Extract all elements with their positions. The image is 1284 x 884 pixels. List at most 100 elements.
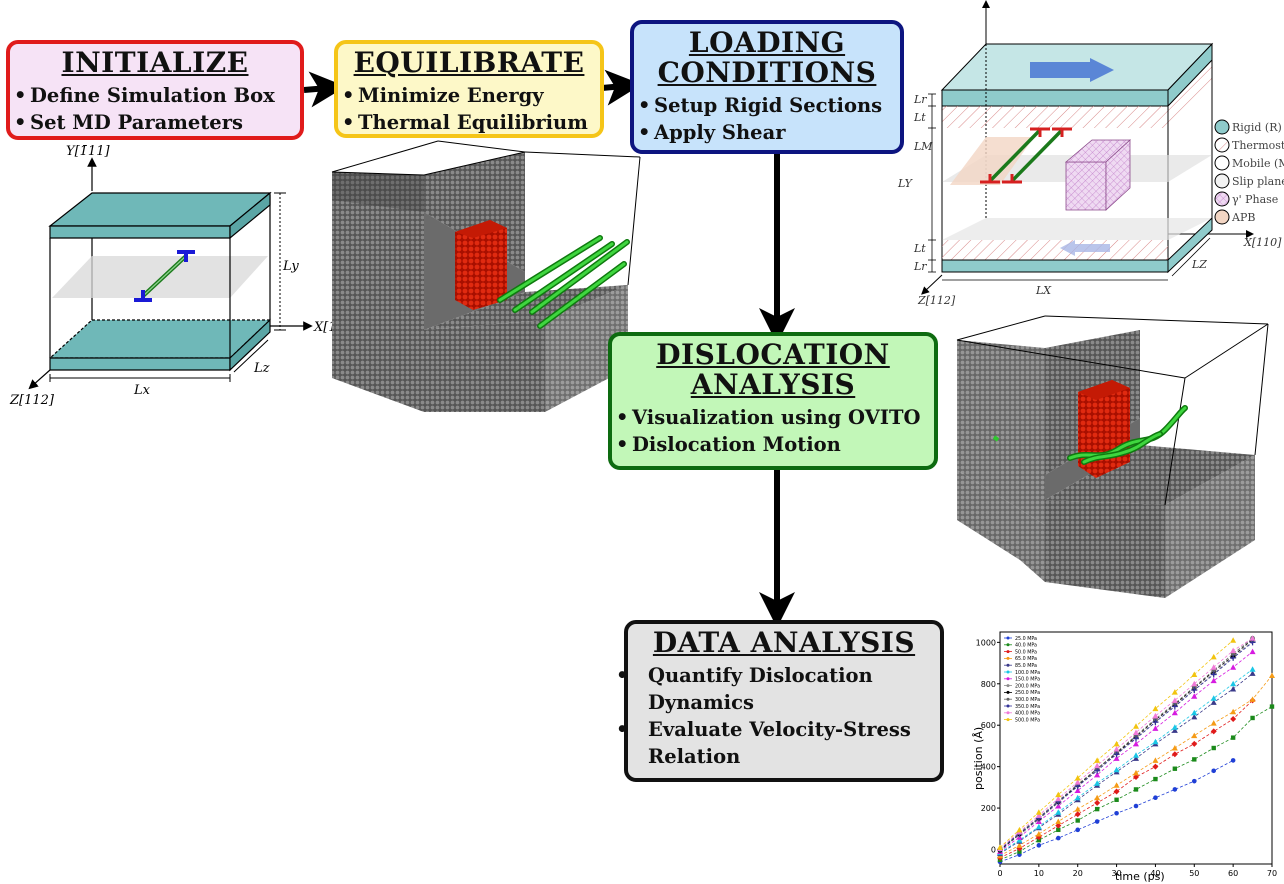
arrow-equil-to-loading	[601, 69, 642, 106]
data-point	[1113, 740, 1120, 747]
equilibrate-box: EQUILIBRATE •Minimize Energy •Thermal Eq…	[334, 40, 604, 138]
data-point	[1230, 716, 1237, 722]
data-point	[1056, 827, 1061, 833]
initialize-item: •Define Simulation Box	[14, 84, 275, 107]
data-analysis-title: DATA ANALYSIS	[652, 626, 916, 659]
data-point	[1094, 771, 1101, 778]
legend-marker	[1006, 650, 1010, 654]
data-point	[1016, 837, 1023, 843]
data-point	[1094, 819, 1100, 824]
data-point	[1133, 803, 1139, 809]
data-point	[1269, 704, 1275, 709]
initialize-list: •Define Simulation Box •Set MD Parameter…	[10, 82, 300, 136]
x-tick-label: 60	[1228, 869, 1238, 878]
data-point	[1133, 740, 1139, 747]
data-point	[1171, 689, 1178, 695]
legend-marker	[1006, 704, 1010, 708]
initialize-item: •Set MD Parameters	[14, 111, 243, 134]
data-point	[1191, 732, 1198, 739]
data-point	[1017, 849, 1022, 854]
dislocation-item: •Visualization using OVITO	[616, 406, 921, 429]
series-line	[999, 673, 1253, 854]
legend-marker	[1006, 643, 1010, 647]
loading-title-line2: CONDITIONS	[657, 56, 877, 89]
lx-label: Lx	[133, 383, 151, 398]
legend-label: 85.0 MPa	[1015, 663, 1037, 669]
data-analysis-list: •Quantify Dislocation Dynamics •Evaluate…	[616, 662, 940, 770]
data-point	[1172, 787, 1178, 792]
loading-conditions-box: LOADING CONDITIONS •Setup Rigid Sections…	[630, 20, 904, 154]
series-line	[999, 668, 1253, 853]
data-point	[1152, 705, 1159, 712]
legend-marker	[1006, 711, 1010, 715]
data-point	[1230, 758, 1236, 763]
data-point	[1113, 755, 1120, 761]
data-point	[1249, 666, 1256, 672]
loading-z-axis: Z[112]	[917, 294, 956, 307]
data-point	[1114, 797, 1119, 802]
legend-label: 65.0 MPa	[1015, 656, 1037, 662]
x-tick-label: 70	[1267, 869, 1277, 878]
data-point	[1074, 787, 1081, 793]
x-tick-label: 40	[1150, 869, 1160, 878]
data-point	[1230, 637, 1237, 643]
loading-dimension-labels: Lr Lt LM LY Lt Lr LX LZ X[110] Z[112]	[897, 93, 1282, 307]
data-point	[1114, 810, 1119, 816]
data-point	[1036, 837, 1042, 843]
data-point	[1133, 774, 1139, 780]
equilibrate-list: •Minimize Energy •Thermal Equilibrium	[338, 82, 600, 136]
series-line	[999, 706, 1273, 861]
data-point	[1210, 720, 1217, 726]
series-line	[999, 700, 1253, 859]
data-point	[1211, 768, 1217, 774]
data-point	[1171, 703, 1178, 710]
data-point	[1055, 818, 1062, 825]
data-point	[1074, 794, 1081, 801]
dislocation-analysis-box: DISLOCATION ANALYSIS •Visualization usin…	[608, 332, 938, 470]
dislocation-item: •Dislocation Motion	[616, 433, 841, 456]
x-tick-label: 0	[997, 869, 1002, 878]
data-point	[1230, 708, 1237, 715]
data-point	[1249, 648, 1256, 655]
data-point	[1152, 712, 1159, 719]
data-point	[1055, 809, 1062, 815]
legend-marker	[1006, 697, 1010, 701]
data-point	[1171, 709, 1178, 716]
legend-marker	[1006, 663, 1010, 667]
chart-xlabel: time (ps)	[1115, 870, 1165, 883]
series-line	[999, 637, 1253, 849]
data-point	[1152, 763, 1159, 770]
data-point	[1191, 740, 1198, 747]
legend-marker	[1006, 636, 1010, 640]
data-point	[1171, 751, 1178, 758]
data-point	[1133, 735, 1139, 742]
dim-lm: LM	[913, 140, 933, 153]
data-point	[1249, 670, 1256, 676]
legend-marker	[1006, 677, 1010, 681]
data-point	[1113, 766, 1120, 773]
data-point	[1152, 757, 1159, 763]
data-point	[1191, 709, 1198, 716]
legend-mobile: Mobile (M	[1232, 157, 1284, 170]
data-point	[1230, 685, 1237, 692]
data-point	[1036, 843, 1042, 848]
z-axis-label: Z[112]	[9, 393, 55, 408]
data-point	[1074, 775, 1081, 781]
x-tick-label: 20	[1073, 869, 1083, 878]
data-point	[1074, 779, 1081, 785]
legend-rigid: Rigid (R)	[1232, 121, 1282, 134]
data-point	[1113, 788, 1120, 795]
loading-list: •Setup Rigid Sections •Apply Shear	[634, 92, 900, 146]
data-point	[1075, 818, 1080, 823]
loading-schematic: Lr Lt LM LY Lt Lr LX LZ X[110] Z[112] Ri…	[897, 0, 1284, 307]
data-point	[1153, 776, 1158, 782]
x-tick-label: 10	[1034, 869, 1044, 878]
y-tick-label: 1000	[976, 638, 996, 647]
legend-label: 40.0 MPa	[1015, 643, 1037, 649]
dim-ly: LY	[897, 177, 914, 190]
y-tick-label: 0	[991, 846, 996, 855]
